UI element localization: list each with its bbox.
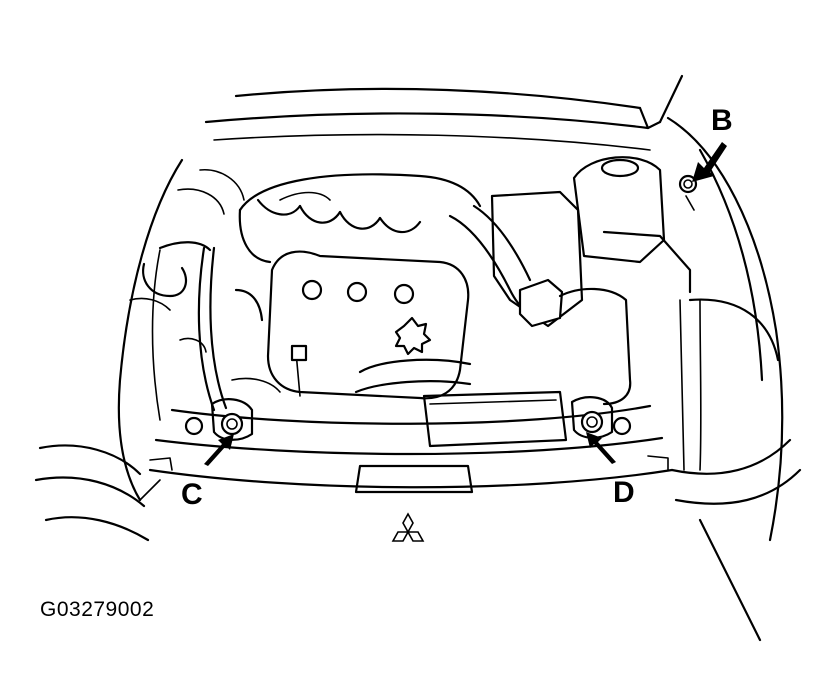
air-intake xyxy=(354,204,546,394)
right-fender xyxy=(666,116,802,642)
mount-c xyxy=(184,398,254,441)
callout-arrow-icon xyxy=(586,432,616,464)
mitsubishi-emblem-icon xyxy=(391,512,425,542)
callout-label-b: B xyxy=(711,104,733,137)
left-fender xyxy=(34,158,184,542)
figure-id: G03279002 xyxy=(40,598,155,621)
valve-cover xyxy=(266,250,470,400)
callout-arrow-icon xyxy=(692,142,727,182)
callout-label-c: C xyxy=(181,478,203,511)
mount-b xyxy=(678,174,698,211)
left-hoses xyxy=(142,241,281,412)
intake-manifold xyxy=(177,169,482,264)
callout-arrow-icon xyxy=(204,434,234,466)
hood xyxy=(204,74,684,151)
mount-d xyxy=(570,396,632,439)
callout-label-d: D xyxy=(613,476,635,509)
right-components xyxy=(422,156,692,448)
